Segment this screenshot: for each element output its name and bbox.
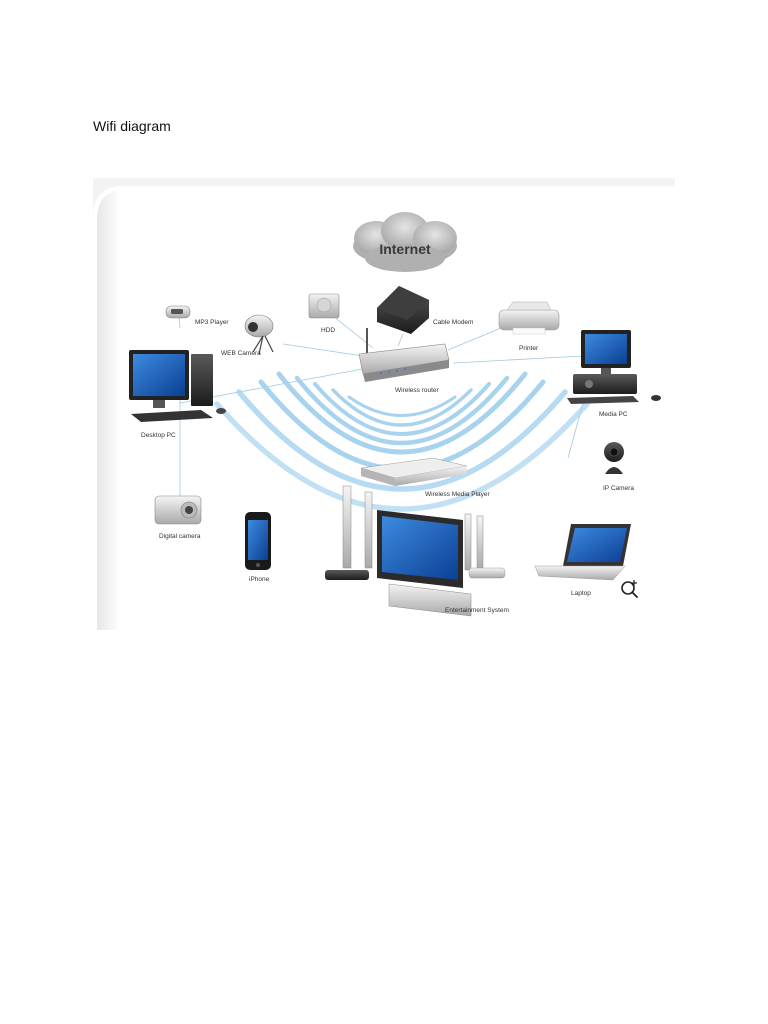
entertainment-system-label: Entertainment System xyxy=(445,607,509,614)
wireless-media-player-label: Wireless Media Player xyxy=(425,491,490,498)
wifi-diagram-figure: Internet MP3 Player WEB Camera HDD Cable… xyxy=(93,178,675,630)
iphone-label: iPhone xyxy=(249,576,270,583)
media-pc-label: Media PC xyxy=(599,411,628,418)
desktop-pc-icon xyxy=(129,350,226,422)
digital-camera-label: Digital camera xyxy=(159,533,201,540)
internet-cloud-icon: Internet xyxy=(353,212,457,272)
cable-modem-icon xyxy=(377,286,429,334)
laptop-icon xyxy=(534,524,631,581)
document-title: Wifi diagram xyxy=(93,118,171,134)
internet-label: Internet xyxy=(379,241,431,257)
wireless-router-label: Wireless router xyxy=(395,387,440,394)
wireless-media-player-icon xyxy=(360,457,468,486)
printer-icon xyxy=(498,301,560,335)
entertainment-system-icon xyxy=(325,485,506,617)
web-camera-label: WEB Camera xyxy=(221,350,261,357)
media-pc-icon xyxy=(567,330,661,404)
ip-camera-label: IP Camera xyxy=(603,485,634,492)
ip-camera-icon xyxy=(604,442,624,474)
mp3-player-label: MP3 Player xyxy=(195,319,229,326)
cable-modem-label: Cable Modem xyxy=(433,319,473,326)
zoom-in-icon[interactable] xyxy=(621,580,638,598)
digital-camera-icon xyxy=(154,495,202,525)
desktop-pc-label: Desktop PC xyxy=(141,432,176,439)
mp3-player-icon xyxy=(165,305,191,319)
wireless-router-icon xyxy=(358,328,450,382)
hdd-label: HDD xyxy=(321,327,335,334)
hdd-icon xyxy=(308,293,340,319)
printer-label: Printer xyxy=(519,345,539,352)
laptop-label: Laptop xyxy=(571,590,591,597)
web-camera-icon xyxy=(244,314,274,355)
iphone-icon xyxy=(245,512,271,570)
